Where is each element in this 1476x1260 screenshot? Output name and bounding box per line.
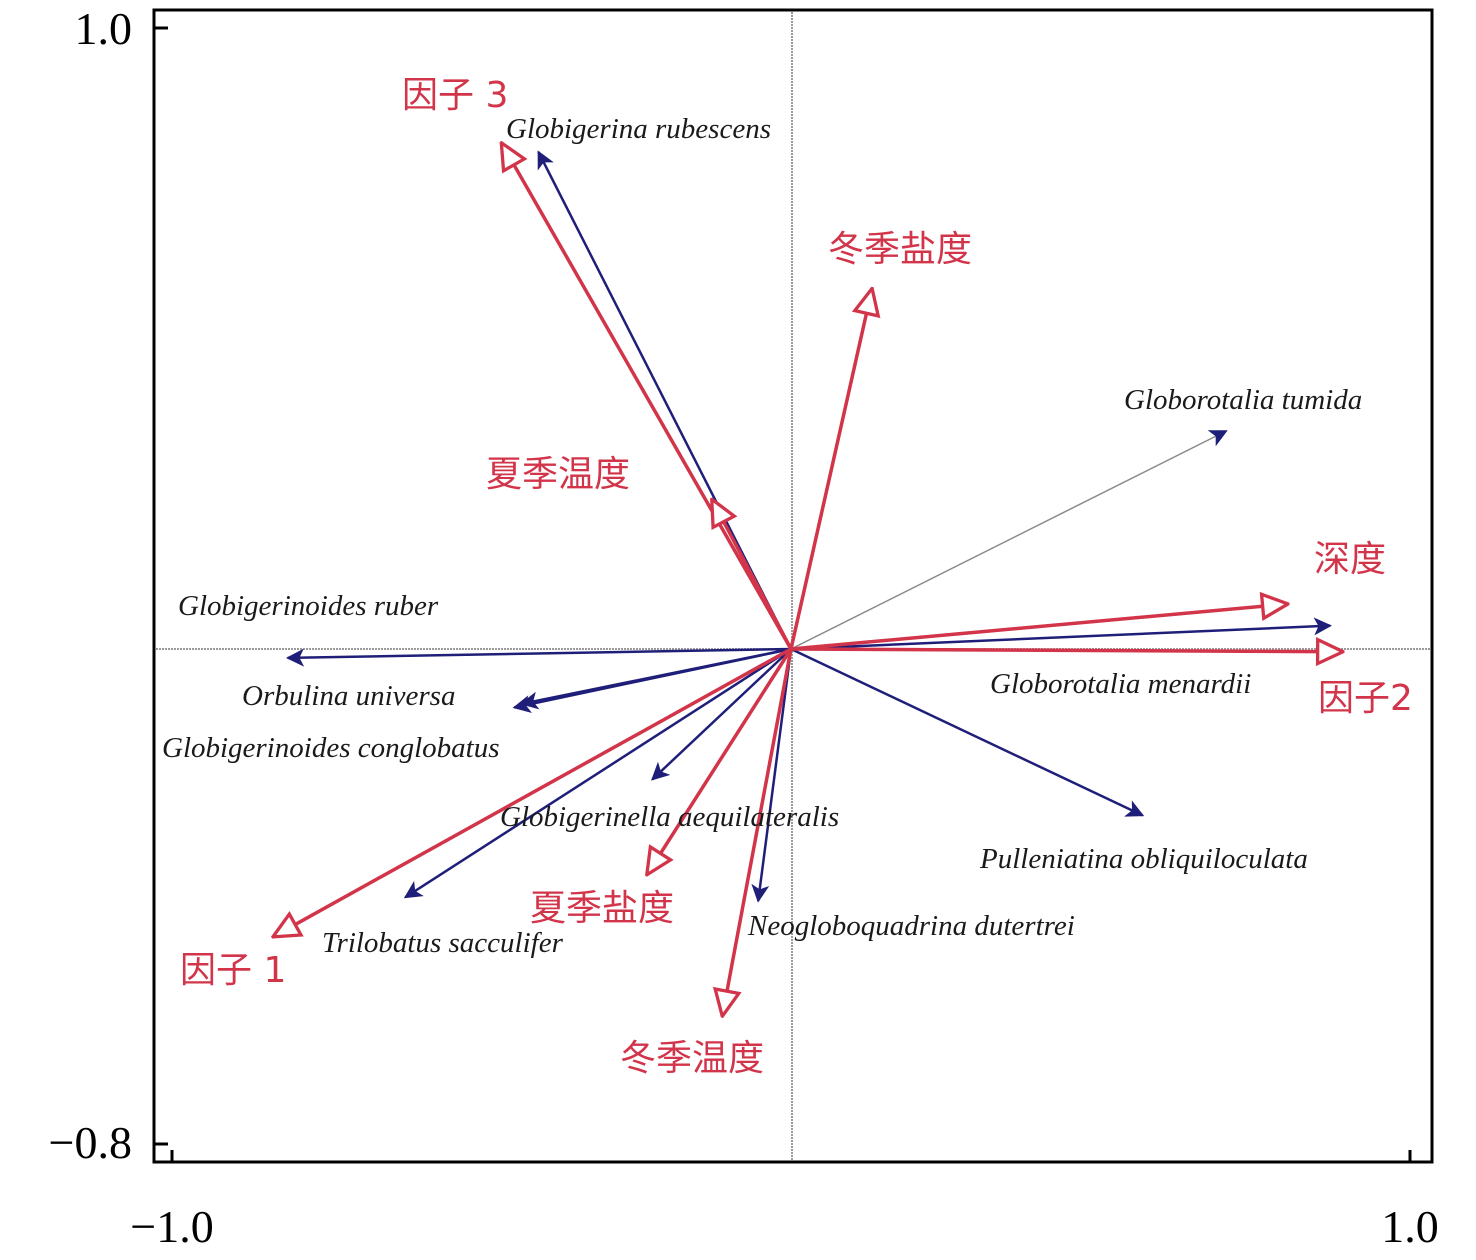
env-label-4: 因子2	[1318, 678, 1413, 719]
env-arrow-3	[790, 604, 1288, 651]
env-arrow-6	[647, 648, 793, 875]
env-label-1: 冬季盐度	[828, 229, 972, 270]
y-tick-label-bottom: −0.8	[49, 1117, 132, 1168]
y-tick-label-top: 1.0	[75, 3, 133, 54]
species-arrow-globigerinella-aequilateralis	[651, 648, 792, 781]
species-label-globigerinoides-conglobatus: Globigerinoides conglobatus	[162, 732, 500, 764]
env-arrow-4	[790, 649, 1343, 652]
env-arrow-7	[722, 648, 793, 1016]
species-arrow-pulleniatina-obliquiloculata	[790, 647, 1145, 817]
species-arrows	[285, 150, 1332, 903]
species-label-globorotalia-tumida: Globorotalia tumida	[1124, 384, 1362, 416]
species-arrow-neogloboquadrina-dutertrei	[751, 648, 793, 903]
env-label-2: 夏季温度	[486, 454, 630, 495]
species-label-neogloboquadrina-dutertrei: Neogloboquadrina dutertrei	[747, 910, 1075, 942]
env-arrow-1	[789, 288, 872, 650]
species-label-globorotalia-menardii: Globorotalia menardii	[990, 668, 1251, 700]
env-label-3: 深度	[1314, 539, 1386, 580]
plot-frame	[152, 8, 1434, 1164]
env-arrow-0	[501, 143, 793, 650]
x-tick-label-right: 1.0	[1381, 1201, 1439, 1252]
species-arrow-trilobatus-sacculifer	[403, 647, 792, 899]
env-arrow-5	[273, 647, 792, 937]
environment-arrows	[273, 143, 1343, 1017]
species-label-orbulina-universa: Orbulina universa	[242, 680, 455, 712]
species-arrow-globigerinoides-conglobatus	[519, 647, 792, 710]
species-label-pulleniatina-obliquiloculata: Pulleniatina obliquiloculata	[979, 843, 1308, 875]
species-label-globigerina-rubescens: Globigerina rubescens	[506, 113, 771, 145]
env-label-6: 夏季盐度	[530, 888, 674, 929]
env-label-7: 冬季温度	[620, 1038, 764, 1079]
species-arrow-globorotalia-tumida	[790, 430, 1228, 650]
species-arrow-globorotalia-menardii	[790, 617, 1332, 651]
species-label-globigerinoides-ruber: Globigerinoides ruber	[178, 590, 439, 622]
species-arrow-globigerinoides-ruber	[285, 647, 792, 667]
env-label-5: 因子 1	[180, 950, 286, 991]
env-arrow-2	[712, 499, 793, 650]
env-label-0: 因子 3	[402, 75, 508, 116]
species-label-trilobatus-sacculifer: Trilobatus sacculifer	[322, 927, 564, 959]
species-label-globigerinella-aequilateralis: Globigerinella aequilateralis	[500, 801, 839, 833]
x-tick-label-left: −1.0	[130, 1201, 213, 1252]
